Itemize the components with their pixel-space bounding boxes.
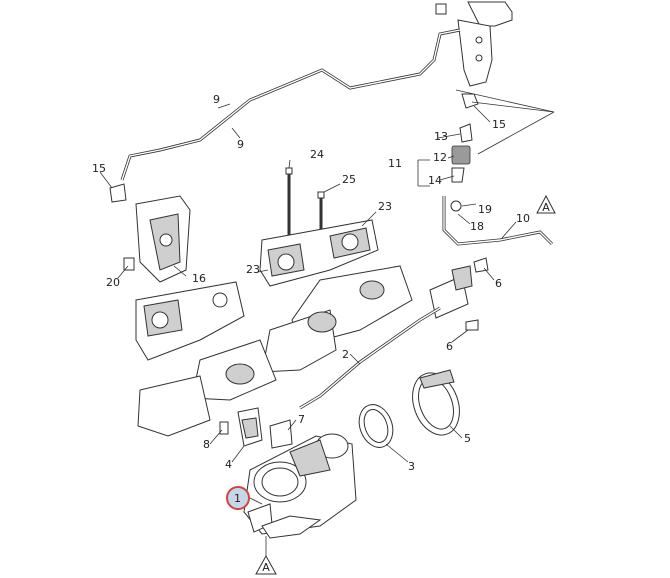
ref-label-A-top: A bbox=[542, 201, 550, 214]
part-numbers: 9 9 15 24 25 23 23 20 16 13 12 11 14 15 … bbox=[92, 93, 530, 505]
label-25: 25 bbox=[342, 173, 356, 186]
leader-lines bbox=[99, 103, 517, 558]
left-bracket-16 bbox=[109, 183, 191, 283]
parts-cluster-11-15 bbox=[417, 89, 555, 212]
label-2: 2 bbox=[342, 348, 349, 361]
label-13: 13 bbox=[434, 130, 448, 143]
label-20: 20 bbox=[106, 276, 120, 289]
clamp-5 bbox=[412, 369, 460, 436]
label-9a: 9 bbox=[213, 93, 220, 106]
label-23b: 23 bbox=[246, 263, 260, 276]
label-4: 4 bbox=[225, 458, 232, 471]
label-24: 24 bbox=[310, 148, 324, 161]
label-3: 3 bbox=[408, 460, 415, 473]
label-23a: 23 bbox=[378, 200, 392, 213]
label-16: 16 bbox=[192, 272, 206, 285]
label-9b: 9 bbox=[237, 138, 244, 151]
highlight-callout-1[interactable] bbox=[226, 486, 250, 510]
label-10: 10 bbox=[516, 212, 530, 225]
pipe-9 bbox=[120, 28, 461, 181]
label-14: 14 bbox=[428, 174, 442, 187]
label-1: 1 bbox=[234, 492, 241, 505]
reference-A-bottom: A bbox=[255, 554, 277, 575]
exhaust-manifold bbox=[137, 265, 413, 437]
small-parts-4-7-8 bbox=[219, 407, 293, 449]
label-19: 19 bbox=[478, 203, 492, 216]
label-6a: 6 bbox=[495, 277, 502, 290]
label-11: 11 bbox=[388, 157, 402, 170]
label-6b: 6 bbox=[446, 340, 453, 353]
label-15a: 15 bbox=[92, 162, 106, 175]
rocker-assembly-lower bbox=[135, 281, 245, 361]
label-18: 18 bbox=[470, 220, 484, 233]
ref-label-A-bottom: A bbox=[262, 561, 270, 574]
label-15b: 15 bbox=[492, 118, 506, 131]
label-7: 7 bbox=[298, 413, 305, 426]
housing-1 bbox=[243, 433, 357, 539]
gasket-3 bbox=[358, 404, 394, 448]
rocker-assembly-upper bbox=[259, 219, 379, 287]
bolts-24-25 bbox=[285, 167, 325, 236]
label-8: 8 bbox=[203, 438, 210, 451]
reference-A-top: A bbox=[536, 194, 556, 214]
label-5: 5 bbox=[464, 432, 471, 445]
sensor-6 bbox=[429, 257, 489, 331]
top-bracket bbox=[435, 1, 513, 87]
label-12: 12 bbox=[433, 151, 447, 164]
